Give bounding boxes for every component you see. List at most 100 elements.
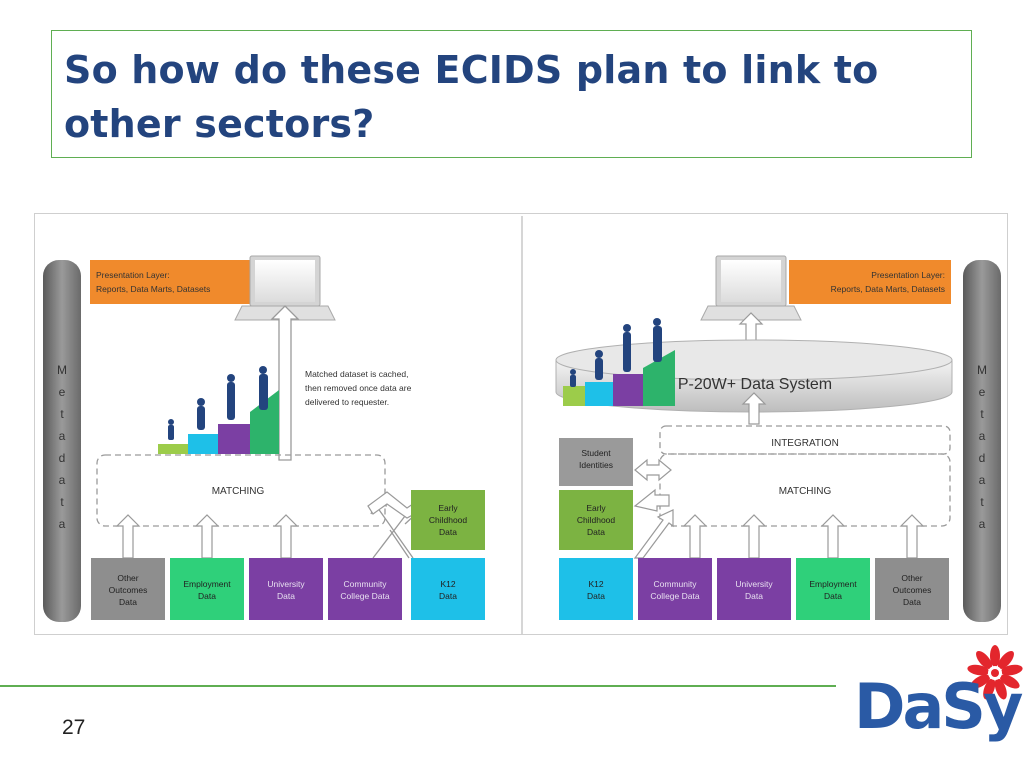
right-early-childhood-box (559, 490, 633, 550)
left-input-arrows (115, 514, 299, 559)
left-presentation-layer-box (90, 260, 250, 304)
left-input-arrow (273, 514, 299, 559)
diagram-label: Data (198, 591, 216, 601)
diagram-label: Data (587, 591, 605, 601)
diagram-label: Employment (809, 579, 857, 589)
left-metadata-letter: a (59, 473, 66, 487)
left-metadata-letter: M (57, 363, 67, 377)
left-metadata-letter: t (60, 407, 64, 421)
left-metadata-label: M e t a d a t a (57, 363, 67, 531)
right-metadata-letter: M (977, 363, 987, 377)
diagram-label: College Data (650, 591, 699, 601)
left-education-steps-graphic (158, 366, 279, 454)
diagram-canvas: M e t a d a t a Presentation Layer: Repo… (43, 216, 1001, 634)
right-identity-link-arrow (634, 458, 672, 482)
left-source-box-other-outcomes (91, 558, 165, 620)
right-laptop-icon (700, 255, 802, 321)
right-education-steps-graphic (563, 318, 675, 406)
right-metadata-bar (963, 260, 1001, 622)
left-metadata-letter: a (59, 517, 66, 531)
slide-title-line-1: So how do these ECIDS plan to link to (64, 48, 879, 92)
diagram-label: Data (903, 597, 921, 607)
left-cache-note-line-3: delivered to requester. (305, 397, 389, 407)
right-student-identities-box (559, 438, 633, 486)
diagram-label: College Data (340, 591, 389, 601)
diagram-label: Outcomes (109, 585, 148, 595)
slide-title-box: So how do these ECIDS plan to link to ot… (51, 30, 972, 158)
left-source-box-k12 (411, 558, 485, 620)
right-output-arrow (738, 312, 764, 343)
diagram-label: University (267, 579, 305, 589)
diagram-label: Other (117, 573, 138, 583)
diagram-label: Identities (579, 460, 613, 470)
right-p20w-label: P-20W+ Data System (678, 376, 832, 393)
right-integration-arrow (741, 392, 767, 425)
left-early-childhood-box (411, 490, 485, 550)
right-metadata-letter: a (979, 429, 986, 443)
right-matching-container (659, 453, 951, 527)
right-metadata-letter: a (979, 473, 986, 487)
right-input-arrow (820, 514, 846, 559)
left-matching-container (96, 454, 386, 527)
diagram-label: Data (587, 527, 605, 537)
diagram-label: Data (439, 527, 457, 537)
page-number: 27 (62, 716, 86, 739)
right-panel: M e t a d a t a Presentation Layer: Repo… (555, 255, 1001, 622)
left-matching-label: MATCHING (212, 486, 265, 497)
diagram-label: Other (901, 573, 922, 583)
diagram-label: Data (277, 591, 295, 601)
right-integration-label: INTEGRATION (771, 438, 839, 449)
diagram-label: Data (119, 597, 137, 607)
footer-divider (0, 685, 836, 687)
left-panel: M e t a d a t a Presentation Layer: Repo… (43, 255, 485, 622)
right-presentation-layer-box (789, 260, 951, 304)
diagram-label: Early (586, 503, 606, 513)
diagram-label: Community (654, 579, 698, 589)
slide-title: So how do these ECIDS plan to link to ot… (64, 43, 954, 151)
left-source-box-university (249, 558, 323, 620)
left-source-box-employment (170, 558, 244, 620)
right-input-arrow (741, 514, 767, 559)
left-data-sources: Other Outcomes Data Employment Data Univ… (91, 558, 485, 620)
right-source-box-k12 (559, 558, 633, 620)
diagram-label: Student (581, 448, 611, 458)
dasy-logo: DaSy (848, 644, 1024, 768)
right-k12-link-arrow (633, 509, 674, 559)
right-metadata-letter: a (979, 517, 986, 531)
left-presentation-layer-title: Presentation Layer: (96, 270, 170, 280)
diagram-label: K12 (440, 579, 455, 589)
diagram-label: Employment (183, 579, 231, 589)
right-presentation-layer-subtitle: Reports, Data Marts, Datasets (831, 284, 945, 294)
right-input-arrow (899, 514, 925, 559)
right-metadata-letter: t (980, 495, 984, 509)
right-source-box-community-college (638, 558, 712, 620)
diagram-label: Childhood (429, 515, 468, 525)
diagram-label: Community (344, 579, 388, 589)
right-source-box-university (717, 558, 791, 620)
diagram-label: Childhood (577, 515, 616, 525)
logo-wordmark: DaSy (854, 670, 1023, 743)
left-metadata-letter: a (59, 429, 66, 443)
diagram-label: Outcomes (893, 585, 932, 595)
right-input-arrow (682, 514, 708, 559)
slide-title-line-2: other sectors? (64, 102, 375, 146)
left-source-box-community-college (328, 558, 402, 620)
left-metadata-bar (43, 260, 81, 622)
right-data-sources: K12 Data Community College Data Universi… (559, 558, 949, 620)
diagram-label: Data (439, 591, 457, 601)
right-metadata-label: M e t a d a t a (977, 363, 987, 531)
diagram-label: Data (824, 591, 842, 601)
right-metadata-letter: d (979, 451, 986, 465)
right-early-childhood-link-arrow (633, 488, 670, 512)
right-source-box-employment (796, 558, 870, 620)
diagram-label: Early (438, 503, 458, 513)
left-input-arrow (115, 514, 141, 559)
diagram-label: K12 (588, 579, 603, 589)
left-laptop-icon (234, 255, 336, 321)
ecids-linkage-diagram: M e t a d a t a Presentation Layer: Repo… (34, 213, 1008, 635)
left-input-arrow (194, 514, 220, 559)
right-source-box-other-outcomes (875, 558, 949, 620)
left-metadata-letter: t (60, 495, 64, 509)
right-input-arrows (682, 514, 925, 559)
diagram-label: Data (745, 591, 763, 601)
